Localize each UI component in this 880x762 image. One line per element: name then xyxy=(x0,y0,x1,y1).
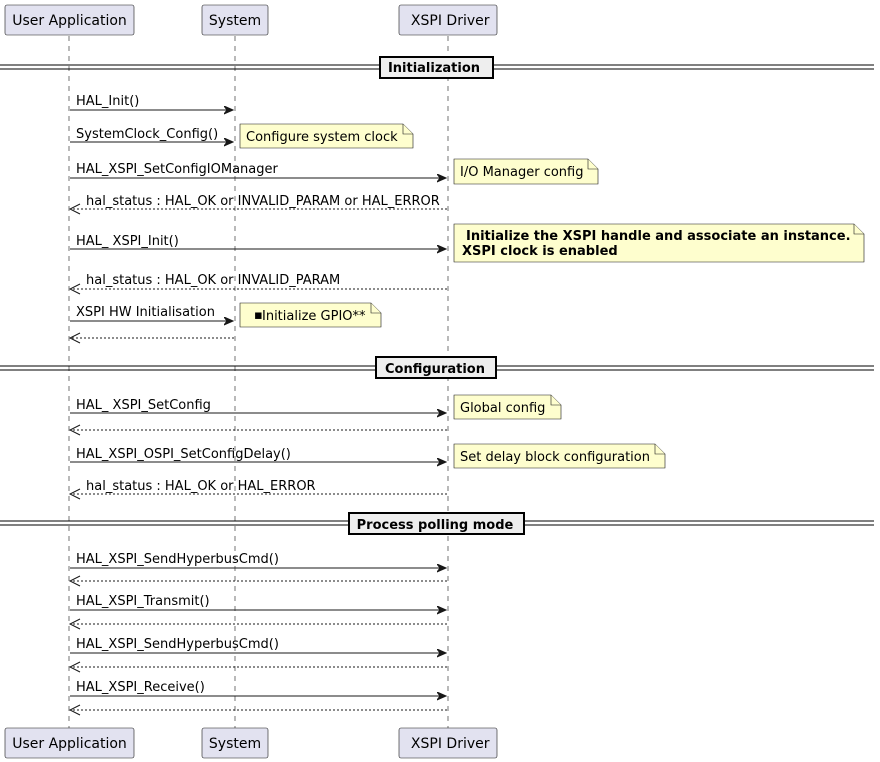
note-text: Set delay block configuration xyxy=(460,450,650,465)
message-receive: HAL_XSPI_Receive() xyxy=(70,680,446,696)
participant-user-application-top: User Application xyxy=(4,4,135,36)
divider-label: Configuration xyxy=(385,362,485,377)
participant-user-application-bottom: User Application xyxy=(4,727,135,759)
message-label: XSPI HW Initialisation xyxy=(76,305,215,320)
note-initialize-gpio: ▪ Initialize GPIO** xyxy=(239,302,382,328)
return-status-init: hal_status : HAL_OK or INVALID_PARAM xyxy=(68,273,447,295)
participant-label: XSPI Driver xyxy=(406,736,489,752)
note-text: Configure system clock xyxy=(246,130,398,145)
message-ospi-set-config-delay: HAL_XSPI_OSPI_SetConfigDelay() xyxy=(70,447,446,462)
participant-label: System xyxy=(209,736,261,752)
message-systemclock-config: SystemClock_Config() xyxy=(70,127,233,142)
message-label: hal_status : HAL_OK or INVALID_PARAM xyxy=(86,273,340,288)
message-label: hal_status : HAL_OK or HAL_ERROR xyxy=(86,479,316,494)
message-label: HAL_XSPI_SetConfigIOManager xyxy=(76,162,279,177)
participant-xspi-driver-top: XSPI Driver xyxy=(398,4,498,36)
message-label: HAL_ XSPI_Init() xyxy=(76,234,179,249)
divider-process-polling-mode: Process polling mode xyxy=(0,512,874,535)
note-text: Initialize the XSPI handle and associate… xyxy=(466,229,851,244)
note-text: Global config xyxy=(460,401,545,416)
participant-label: User Application xyxy=(12,736,127,752)
divider-configuration: Configuration xyxy=(0,356,874,379)
message-send-hyperbus-cmd-2: HAL_XSPI_SendHyperbusCmd() xyxy=(70,637,446,653)
message-set-config-io-manager: HAL_XSPI_SetConfigIOManager xyxy=(70,162,446,178)
participant-system-top: System xyxy=(201,4,269,36)
message-xspi-init: HAL_ XSPI_Init() xyxy=(70,234,446,249)
return-status-io-manager: hal_status : HAL_OK or INVALID_PARAM or … xyxy=(68,194,447,215)
return-transmit xyxy=(68,618,447,630)
message-send-hyperbus-cmd-1: HAL_XSPI_SendHyperbusCmd() xyxy=(70,552,446,568)
note-io-manager-config: I/O Manager config xyxy=(453,158,599,185)
note-configure-system-clock: Configure system clock xyxy=(239,123,414,149)
participant-label: User Application xyxy=(12,13,127,29)
message-label: HAL_XSPI_OSPI_SetConfigDelay() xyxy=(76,447,291,462)
message-label: HAL_ XSPI_SetConfig xyxy=(76,398,211,413)
participant-label: System xyxy=(209,13,261,29)
note-text: Initialize GPIO** xyxy=(262,309,366,324)
message-label: HAL_XSPI_SendHyperbusCmd() xyxy=(76,637,279,652)
note-text: XSPI clock is enabled xyxy=(462,244,618,259)
message-xspi-hw-initialisation: XSPI HW Initialisation xyxy=(70,305,233,321)
divider-label: Process polling mode xyxy=(357,518,514,533)
divider-initialization: Initialization xyxy=(0,56,874,79)
note-global-config: Global config xyxy=(453,394,562,420)
message-xspi-set-config: HAL_ XSPI_SetConfig xyxy=(70,398,446,413)
return-system xyxy=(68,332,234,344)
note-set-delay-block: Set delay block configuration xyxy=(453,443,666,469)
note-text: I/O Manager config xyxy=(460,165,583,180)
return-send-hyperbus-cmd-2 xyxy=(68,661,447,673)
participant-xspi-driver-bottom: XSPI Driver xyxy=(398,727,498,759)
message-label: SystemClock_Config() xyxy=(76,127,218,142)
bullet-glyph: ▪ xyxy=(254,308,263,323)
message-label: HAL_XSPI_Receive() xyxy=(76,680,205,695)
message-label: HAL_XSPI_SendHyperbusCmd() xyxy=(76,552,279,567)
return-receive xyxy=(68,704,447,716)
divider-label: Initialization xyxy=(388,61,480,76)
message-label: hal_status : HAL_OK or INVALID_PARAM or … xyxy=(86,194,440,209)
return-status-delay: hal_status : HAL_OK or HAL_ERROR xyxy=(68,479,447,500)
message-label: HAL_XSPI_Transmit() xyxy=(76,594,210,609)
note-initialize-xspi-handle: Initialize the XSPI handle and associate… xyxy=(453,223,865,263)
participant-label: XSPI Driver xyxy=(406,13,489,29)
message-hal-init: HAL_Init() xyxy=(70,94,233,110)
return-send-hyperbus-cmd-1 xyxy=(68,575,447,587)
return-set-config xyxy=(68,424,447,436)
message-label: HAL_Init() xyxy=(76,94,139,109)
message-transmit: HAL_XSPI_Transmit() xyxy=(70,594,446,610)
participant-system-bottom: System xyxy=(201,727,269,759)
